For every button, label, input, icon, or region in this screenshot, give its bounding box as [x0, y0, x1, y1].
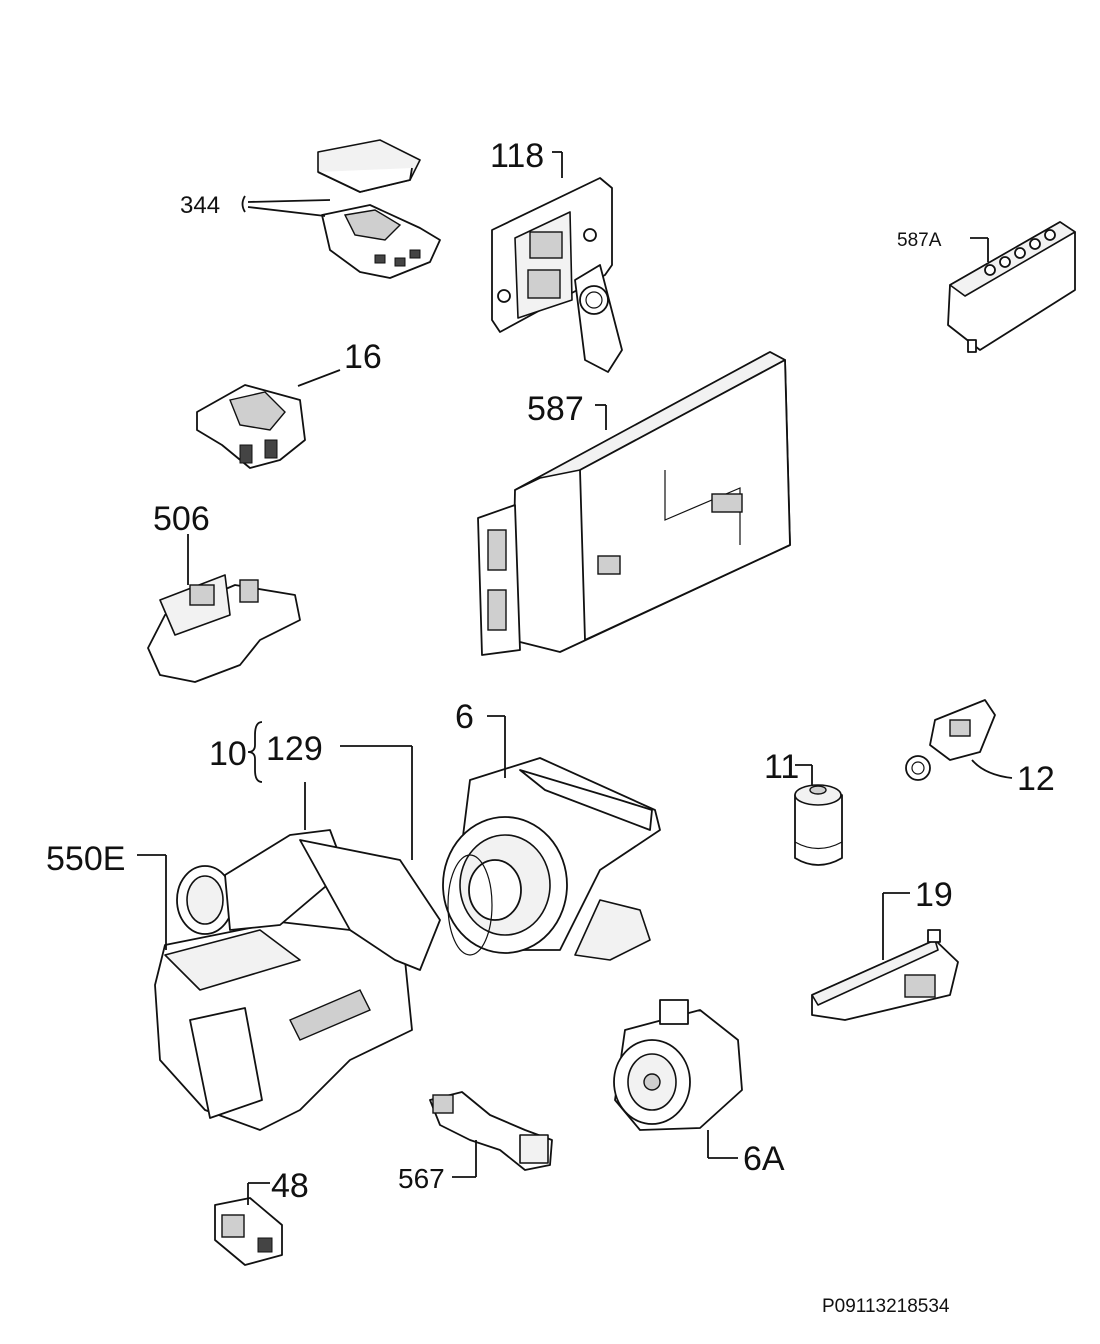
label-587A: 587A: [897, 230, 942, 251]
part-118-control-panel[interactable]: [491, 177, 623, 373]
label-10: 10: [209, 735, 247, 773]
label-16: 16: [344, 338, 382, 376]
leader-344: [241, 195, 331, 217]
label-587: 587: [527, 390, 584, 428]
part-550E-sump-housing[interactable]: [154, 921, 413, 1131]
drawing-reference: P09113218534: [822, 1296, 950, 1317]
label-344: 344: [180, 192, 220, 219]
leader-550E: [137, 854, 167, 950]
leader-10-brace: [247, 721, 263, 783]
part-587A-button-strip[interactable]: [947, 221, 1076, 353]
label-19: 19: [915, 876, 953, 914]
label-6: 6: [455, 698, 474, 736]
label-12: 12: [1017, 760, 1055, 798]
label-550E: 550E: [46, 840, 125, 878]
leader-16: [297, 369, 341, 387]
leader-19: [882, 892, 910, 960]
part-129-hose[interactable]: [176, 829, 493, 971]
leader-12: [971, 759, 1013, 779]
part-12-valve[interactable]: [905, 699, 996, 781]
part-16-door-lock[interactable]: [196, 384, 306, 469]
part-19-sensor-bar[interactable]: [811, 929, 959, 1021]
leader-567: [452, 1140, 477, 1178]
leader-11: [795, 764, 813, 785]
part-567-clamp[interactable]: [429, 1091, 553, 1171]
part-6-circulation-pump[interactable]: [442, 757, 661, 961]
leader-129: [304, 745, 413, 860]
label-506: 506: [153, 500, 210, 538]
part-11-capacitor[interactable]: [794, 784, 843, 866]
part-344-switch-assembly[interactable]: [317, 139, 441, 279]
part-506-bracket[interactable]: [147, 574, 301, 683]
label-567: 567: [398, 1163, 445, 1194]
leader-6A: [707, 1130, 738, 1159]
part-48-flow-sensor[interactable]: [214, 1197, 283, 1266]
label-118: 118: [490, 137, 544, 175]
label-11: 11: [764, 748, 799, 786]
label-48: 48: [271, 1167, 309, 1205]
label-6A: 6A: [743, 1140, 785, 1178]
leader-48: [247, 1182, 270, 1205]
label-129: 129: [266, 730, 323, 768]
part-587-electronic-module[interactable]: [477, 351, 791, 656]
part-6A-drain-pump[interactable]: [613, 999, 743, 1131]
